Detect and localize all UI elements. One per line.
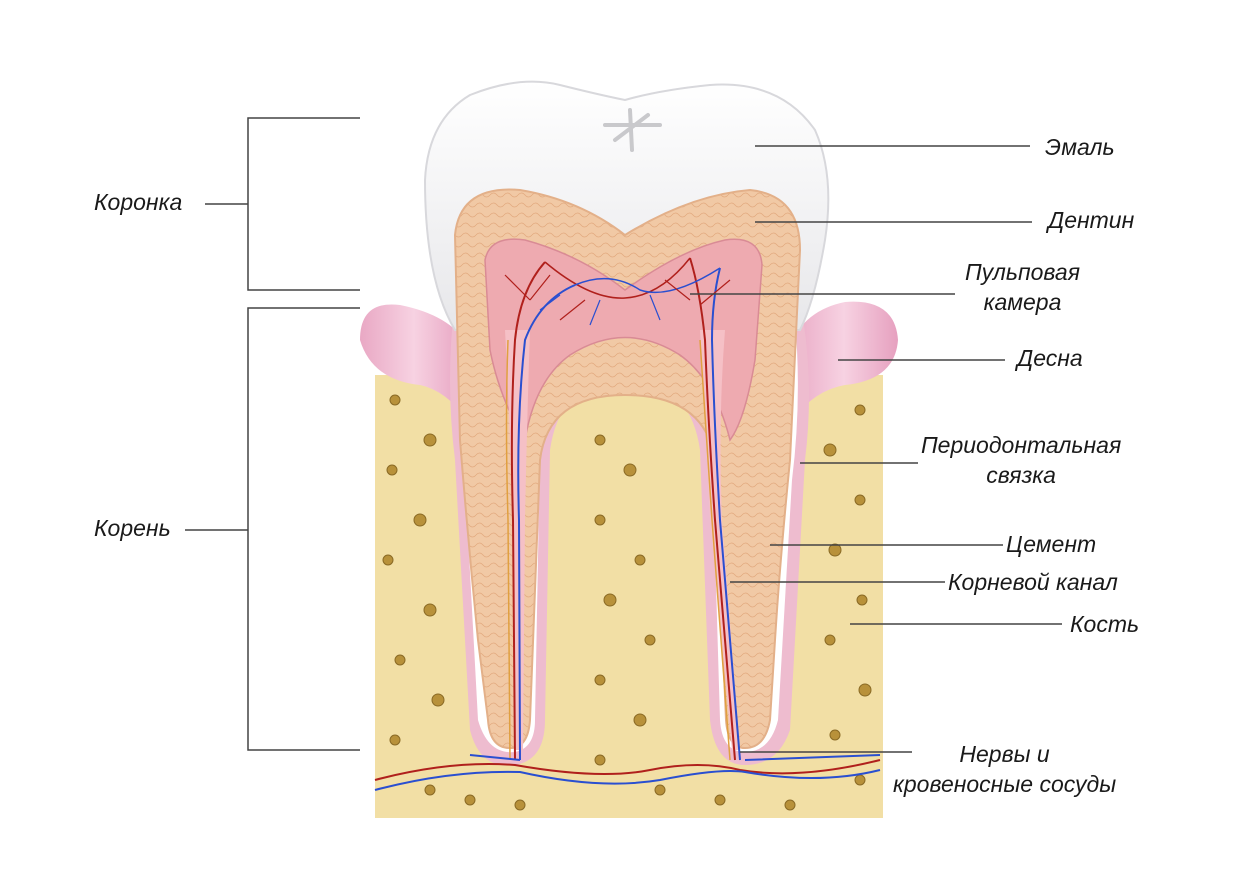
dentin-label: Дентин [1048,207,1135,233]
cementum-label: Цемент [1006,531,1097,557]
pulp-chamber-label: Пульповая камера [965,258,1080,318]
bone-label: Кость [1070,611,1140,637]
pulp-chamber-label-line2: камера [983,288,1062,315]
pulp-chamber-label-line1: Пульповая [965,259,1080,285]
gum-label: Десна [1017,345,1083,371]
root-bracket [185,307,360,751]
pulp-chamber [484,238,763,443]
nerves-vessels-label: Нервы и кровеносные сосуды [893,740,1116,800]
crown-bracket [205,117,360,291]
nerves-label-line1: Нервы и [959,741,1050,767]
nerves-label-line2: кровеносные сосуды [893,770,1117,797]
periodontal-label-line2: связка [986,461,1056,488]
root-canal-label: Корневой канал [948,569,1118,595]
gum-left [360,304,468,420]
periodontal-ligament-label: Периодонтальная связка [921,431,1121,491]
crown-label: Коронка [94,189,183,215]
gum-right [790,301,898,420]
enamel-label: Эмаль [1045,134,1115,160]
root-label: Корень [94,515,171,541]
bone-lacunae [382,394,872,811]
enamel-fissure [603,108,662,152]
leader-lines [690,145,1062,753]
periodontal-label-line1: Периодонтальная [921,432,1122,458]
blood-vessels [374,257,881,791]
